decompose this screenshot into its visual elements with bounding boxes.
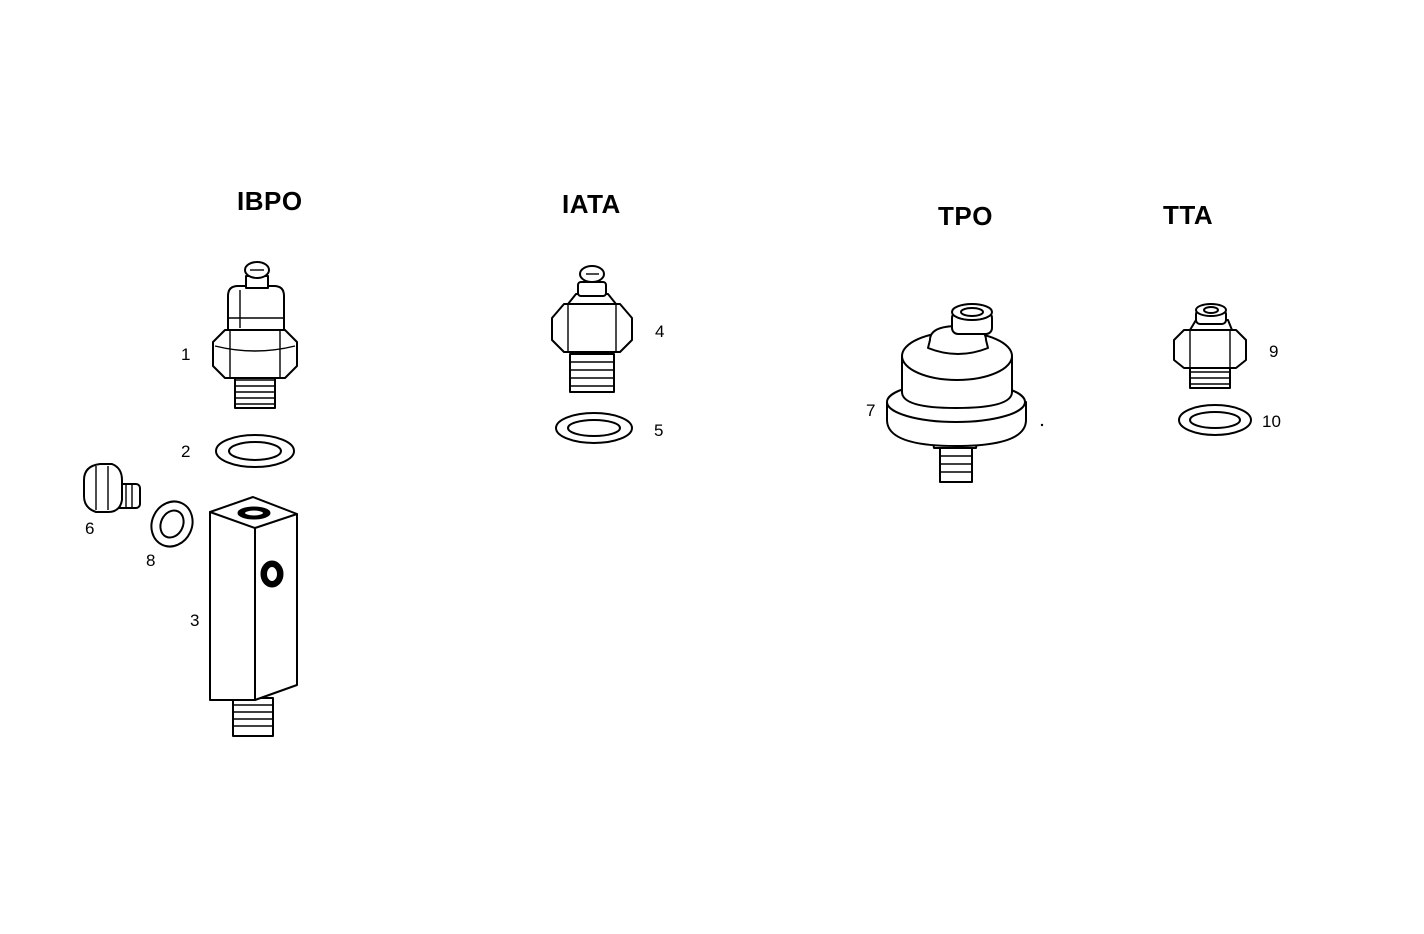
part-5-washer (555, 412, 633, 444)
group-title-tta: TTA (1163, 200, 1214, 230)
group-title-iata: IATA (562, 189, 621, 219)
part-9-sensor (1173, 303, 1247, 389)
group-title-tpo: TPO (938, 201, 993, 231)
part-2-washer (215, 434, 295, 468)
part-1-sensor (212, 261, 298, 409)
group-title-ibpo: IBPO (237, 186, 303, 216)
callout-9: 9 (1269, 342, 1279, 361)
callout-10: 10 (1262, 412, 1281, 431)
part-4-sensor (551, 265, 633, 393)
part-8-washer (150, 500, 194, 548)
part-6-plug (83, 463, 141, 513)
part-10-washer (1178, 404, 1252, 436)
part-7-pressure-switch (886, 303, 1044, 483)
part-3-block (209, 496, 298, 737)
callout-2: 2 (181, 442, 191, 461)
callout-6: 6 (85, 519, 95, 538)
callout-1: 1 (181, 345, 191, 364)
callout-5: 5 (654, 421, 664, 440)
callout-8: 8 (146, 551, 156, 570)
callout-3: 3 (190, 611, 200, 630)
callout-4: 4 (655, 322, 665, 341)
callout-7: 7 (866, 401, 876, 420)
